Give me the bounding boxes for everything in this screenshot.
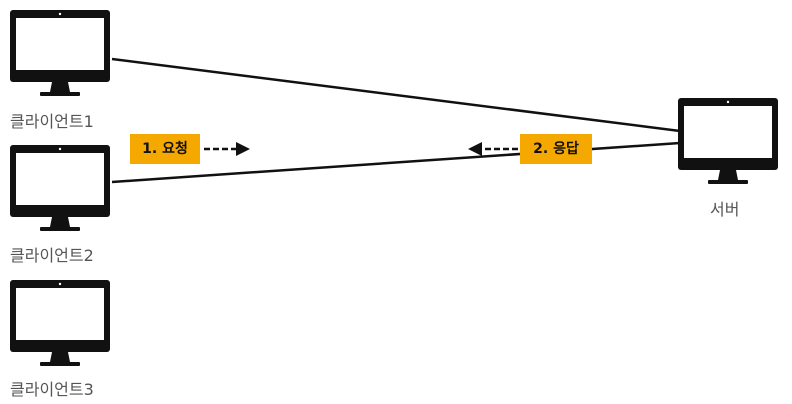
response-badge: 2. 응답	[520, 134, 592, 164]
request-badge: 1. 요청	[130, 134, 200, 164]
client3-label: 클라이언트3	[10, 380, 94, 399]
response-arrow	[468, 142, 518, 156]
client3-monitor-icon	[10, 280, 110, 366]
request-arrow	[204, 142, 250, 156]
client1-label: 클라이언트1	[10, 112, 94, 131]
server-monitor-icon	[678, 98, 778, 184]
server-label: 서버	[710, 200, 740, 219]
client2-label: 클라이언트2	[10, 246, 94, 265]
client2-monitor-icon	[10, 145, 110, 231]
client1-monitor-icon	[10, 10, 110, 96]
client1-server-line	[111, 57, 681, 133]
